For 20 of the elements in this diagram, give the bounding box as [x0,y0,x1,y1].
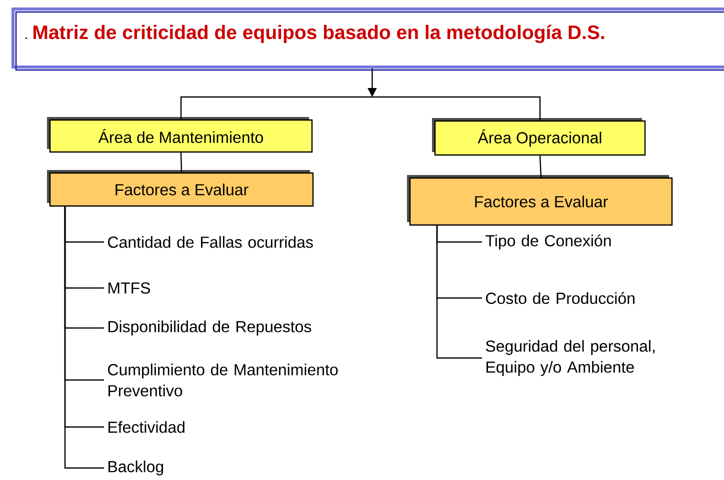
factor-text: Seguridad del personal, Equipo y/o Ambiente [486,340,654,376]
label-box: Factores a Evaluar [47,170,314,207]
factor-text: MTFS [108,282,150,294]
connector-line [180,96,372,120]
connector-line [436,226,482,359]
connector-line [539,156,542,178]
title-box: . Matriz de criticidad de equipos basado en la metodología D.S. [12,8,724,71]
factor-text: Efectividad [108,421,184,433]
label-box: Área Operacional [432,118,646,156]
label-box: Área de Mantenimiento [47,117,313,153]
factor-text: Costo de Producción [486,292,634,304]
factor-text: Backlog [108,460,164,476]
label-box: Factores a Evaluar [407,175,673,226]
connector-line [372,96,541,120]
connector-line [64,206,104,469]
factor-text: Cumplimiento de Mantenimiento Preventivo [108,364,338,396]
factor-text: Disponibilidad de Repuestos [108,320,312,336]
factor-text: Cantidad de Fallas ocurridas [108,236,313,248]
connector-line [180,152,182,172]
factor-text: Tipo de Conexión [486,234,611,250]
